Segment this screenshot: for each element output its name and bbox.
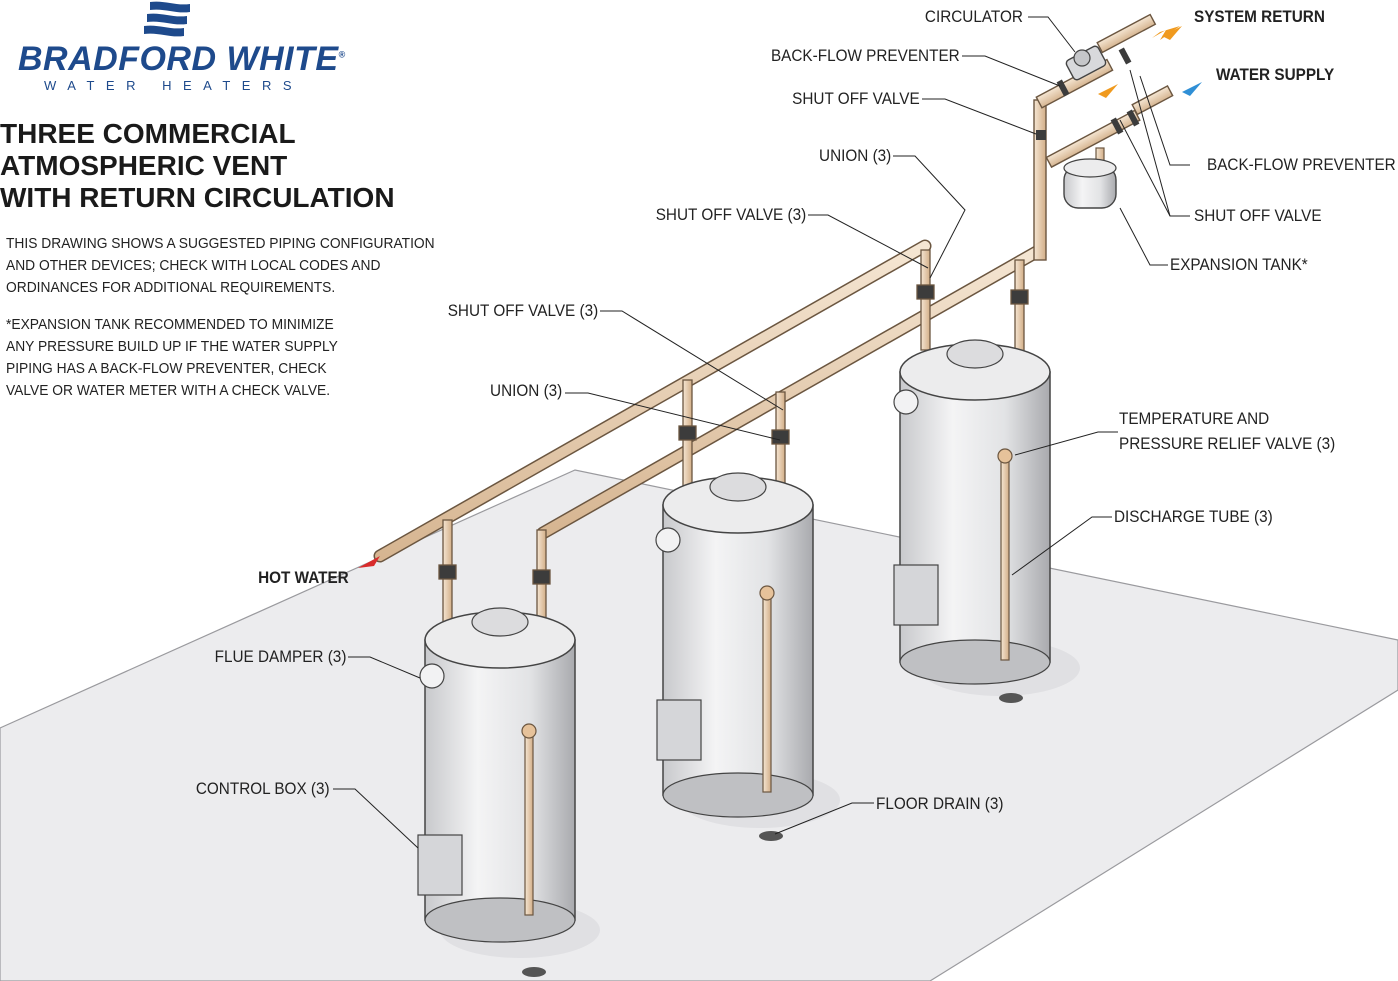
water-heater-1 [417, 607, 576, 977]
label-tp-relief-line-2: PRESSURE RELIEF VALVE (3) [1119, 434, 1336, 453]
label-shutoff-valve-3-top: SHUT OFF VALVE (3) [655, 205, 806, 224]
label-union-mid: UNION (3) [489, 381, 562, 400]
hot-water-main [373, 239, 932, 563]
floor-drain [522, 967, 546, 977]
label-backflow-preventer-right: BACK-FLOW PREVENTER [1207, 155, 1396, 174]
return-arrow [1162, 26, 1182, 40]
title-line-2: ATMOSPHERIC VENT [0, 150, 288, 181]
note-line: ANY PRESSURE BUILD UP IF THE WATER SUPPL… [6, 338, 338, 355]
label-floor-drain: FLOOR DRAIN (3) [876, 794, 1004, 813]
supply-pipe-end [1131, 84, 1174, 116]
label-system-return: SYSTEM RETURN [1194, 7, 1325, 26]
floor-drain [999, 693, 1023, 703]
logo-waves-icon [144, 1, 190, 37]
label-expansion-tank: EXPANSION TANK* [1170, 255, 1308, 274]
hot-water-arrow [358, 556, 380, 568]
tank-connections [438, 249, 1029, 646]
brand-name: BRADFORD WHITE [18, 40, 339, 78]
return-arrow [1098, 84, 1118, 98]
note-line: THIS DRAWING SHOWS A SUGGESTED PIPING CO… [6, 235, 435, 252]
label-shutoff-valve-top: SHUT OFF VALVE [792, 89, 920, 108]
label-water-supply: WATER SUPPLY [1216, 65, 1335, 84]
flue-damper [655, 527, 681, 553]
registered-mark: ® [338, 49, 346, 60]
note-line: VALVE OR WATER METER WITH A CHECK VALVE. [6, 382, 331, 399]
control-box [417, 834, 463, 896]
cold-supply-header [536, 243, 1047, 540]
flow-arrows [358, 26, 1202, 568]
control-box [893, 564, 939, 626]
water-heater-2 [655, 472, 814, 841]
note-paragraph-2: *EXPANSION TANK RECOMMENDED TO MINIMIZE … [6, 314, 338, 402]
label-union-top: UNION (3) [818, 146, 891, 165]
brand-wordmark: BRADFORD WHITE® [18, 40, 346, 79]
circulator-pump [1065, 45, 1107, 81]
label-backflow-preventer-top: BACK-FLOW PREVENTER [771, 46, 960, 65]
note-line: ORDINANCES FOR ADDITIONAL REQUIREMENTS. [6, 279, 336, 296]
title-line-3: WITH RETURN CIRCULATION [0, 182, 395, 213]
note-paragraph-1: THIS DRAWING SHOWS A SUGGESTED PIPING CO… [6, 233, 435, 299]
water-heater-3 [893, 339, 1051, 703]
label-circulator: CIRCULATOR [924, 7, 1023, 26]
label-discharge-tube: DISCHARGE TUBE (3) [1114, 507, 1273, 526]
leader-lines [333, 16, 1190, 849]
page-title: THREE COMMERCIAL ATMOSPHERIC VENT WITH R… [0, 118, 395, 214]
label-control-box: CONTROL BOX (3) [196, 779, 330, 798]
expansion-tank [1063, 158, 1117, 209]
title-line-1: THREE COMMERCIAL [0, 118, 296, 149]
brand-tagline: WATER HEATERS [44, 78, 304, 93]
valve-cluster [1036, 47, 1140, 140]
label-flue-damper: FLUE DAMPER (3) [214, 647, 346, 666]
label-tp-relief-line-1: TEMPERATURE AND [1119, 409, 1270, 428]
control-box [656, 699, 702, 761]
label-shutoff-valve-3-mid: SHUT OFF VALVE (3) [447, 301, 598, 320]
note-line: *EXPANSION TANK RECOMMENDED TO MINIMIZE [6, 316, 334, 333]
supply-arrow [1182, 82, 1202, 96]
label-hot-water: HOT WATER [258, 568, 349, 587]
note-line: PIPING HAS A BACK-FLOW PREVENTER, CHECK [6, 360, 327, 377]
label-shutoff-valve-right: SHUT OFF VALVE [1194, 206, 1322, 225]
note-line: AND OTHER DEVICES; CHECK WITH LOCAL CODE… [6, 257, 381, 274]
flue-damper [893, 389, 919, 415]
return-pipe [1096, 13, 1157, 54]
flue-damper [419, 663, 445, 689]
